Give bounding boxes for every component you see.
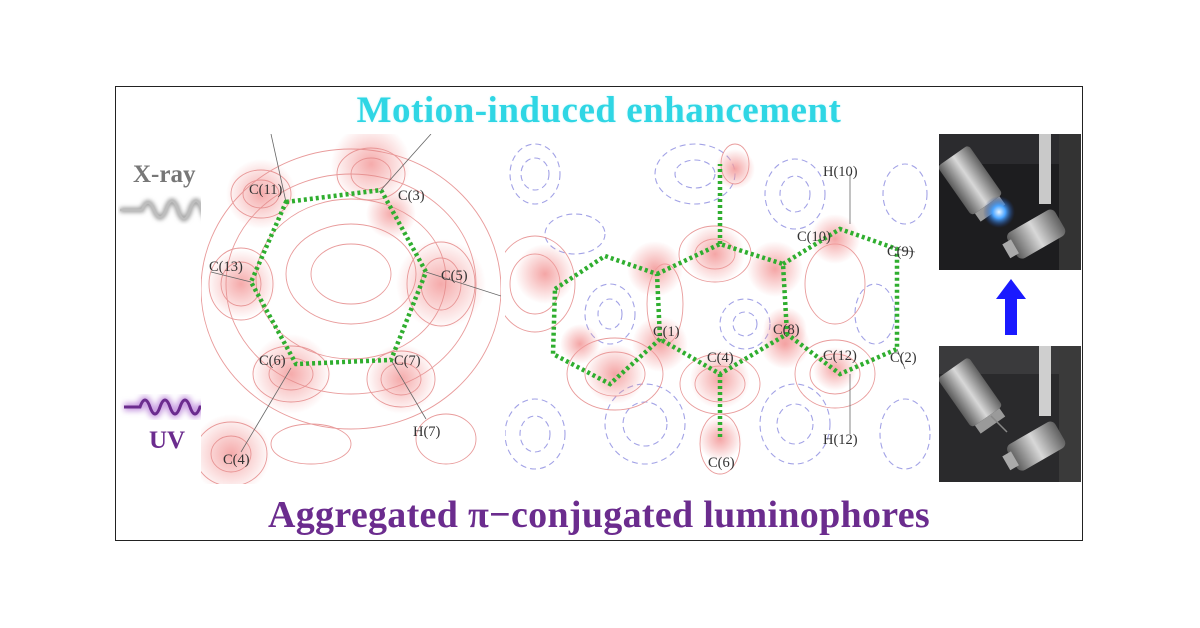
atom-label-c1: C(1) [653,324,680,340]
uv-label: UV [149,427,186,454]
atom-label-c13: C(13) [209,259,243,275]
xray-label: X-ray [133,161,196,188]
atom-label-c6: C(6) [708,455,735,471]
title-aggregated-luminophores: Aggregated π−conjugated luminophores [268,494,930,536]
atom-label-c5: C(5) [441,268,468,284]
atom-label-c9: C(9) [887,244,914,260]
title-motion-induced-enhancement: Motion-induced enhancement [356,90,842,131]
atom-label-h7: H(7) [413,424,441,440]
blue-up-arrow-icon [996,279,1026,335]
atom-label-c3: C(3) [398,188,425,204]
left-thin-bonds [210,134,501,453]
left-contour-lines [201,147,501,484]
atom-label-c2: C(2) [890,350,917,366]
atom-label-c11: C(11) [249,182,282,198]
photo-top-uv-excited [939,134,1081,270]
atom-label-c6: C(6) [259,353,286,369]
figure-frame: Motion-induced enhancement X-ray UV [115,86,1083,541]
atom-label-h12: H(12) [823,432,858,448]
atom-label-c12: C(12) [823,348,857,364]
left-density-map: C(11) C(3) C(13) C(5) C(6) C(7) C(4) H(7… [201,134,501,484]
atom-label-c10: C(10) [797,229,831,245]
atom-label-c7: C(7) [394,353,421,369]
photo-bottom-unexcited [939,346,1081,482]
middle-bond-framework [550,164,900,439]
atom-label-h10: H(10) [823,164,858,180]
middle-negative-contours [505,143,931,470]
left-hexagon-bonds [248,187,429,367]
middle-density-map: H(10) C(10) C(9) C(1) C(8) C(4) C(12) C(… [505,134,935,484]
atom-label-c8: C(8) [773,322,800,338]
atom-label-c4: C(4) [707,350,734,366]
atom-label-c4: C(4) [223,452,250,468]
grey-wave-icon [119,198,226,222]
